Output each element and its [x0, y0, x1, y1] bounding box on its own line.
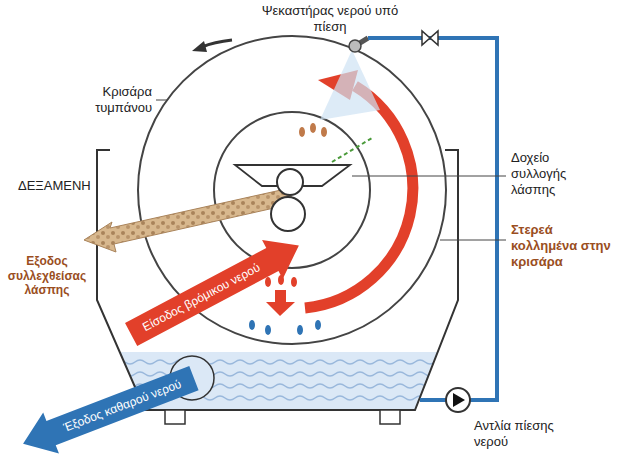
dirty-drops	[265, 275, 297, 287]
clean-drops	[249, 320, 255, 330]
clean-drops	[249, 320, 321, 335]
tank-water	[95, 372, 475, 376]
sludge-outlet	[84, 188, 292, 252]
drum-screen	[138, 36, 446, 344]
down-arrow	[266, 302, 295, 316]
solid-drops	[299, 127, 305, 137]
spray-jet	[332, 138, 372, 162]
roller	[271, 197, 305, 231]
part-label: Αντλία πίεσης νερού	[474, 418, 586, 450]
down-arrow	[266, 290, 295, 316]
roller	[271, 169, 305, 231]
rotation-arrow	[202, 40, 232, 47]
leader-line	[156, 100, 506, 240]
solid-drops	[299, 123, 327, 137]
part-label: Κρισάρα τυμπάνου	[80, 84, 152, 116]
dirty-drops	[291, 277, 297, 287]
tank-foot	[165, 410, 185, 424]
sludge-outlet	[84, 188, 292, 252]
water-pipe	[368, 38, 497, 400]
solid-drops	[321, 127, 327, 137]
solid-drops	[310, 123, 316, 133]
arrow-body	[121, 226, 309, 354]
pump-symbol	[446, 388, 470, 412]
part-label: Εξοδος συλλεχθείσας λάσπης	[4, 254, 90, 298]
part-label: Στερεά κολλημένα στην κρισάρα	[511, 222, 611, 270]
arrow-body	[15, 358, 202, 465]
spray-nozzle	[320, 50, 380, 120]
leader-line	[156, 100, 167, 101]
tank-foot	[165, 410, 400, 424]
tank-foot	[380, 410, 400, 424]
tank-water	[95, 360, 475, 364]
roller	[277, 169, 303, 195]
spray-jet	[332, 138, 372, 162]
drum-screen	[138, 36, 446, 344]
clean-drops	[265, 325, 271, 335]
down-arrow	[275, 290, 286, 302]
clean-drops	[315, 320, 321, 330]
water-pipe	[420, 398, 446, 402]
flow-label: Έξοδος καθαρού νερού	[61, 377, 183, 435]
valve-symbol	[422, 31, 438, 45]
part-label: Ψεκαστήρας νερού υπό πίεση	[255, 3, 405, 35]
pump-symbol	[453, 393, 465, 407]
spray-nozzle	[349, 40, 361, 52]
leader-line	[352, 176, 506, 177]
clean-drops	[297, 325, 303, 335]
leader-line	[440, 240, 506, 241]
water-pipe	[368, 38, 497, 400]
rotation-arrow	[192, 40, 232, 52]
spray-nozzle	[320, 38, 380, 120]
valve-symbol	[422, 31, 438, 45]
tank-label: ΔΕΞΑΜΕΝΗ	[18, 178, 94, 194]
rotation-arrow	[192, 41, 207, 52]
pump-symbol	[446, 388, 470, 412]
part-label: Δοχείο συλλογής λάσπης	[511, 150, 585, 198]
dirty-drops	[265, 277, 271, 287]
